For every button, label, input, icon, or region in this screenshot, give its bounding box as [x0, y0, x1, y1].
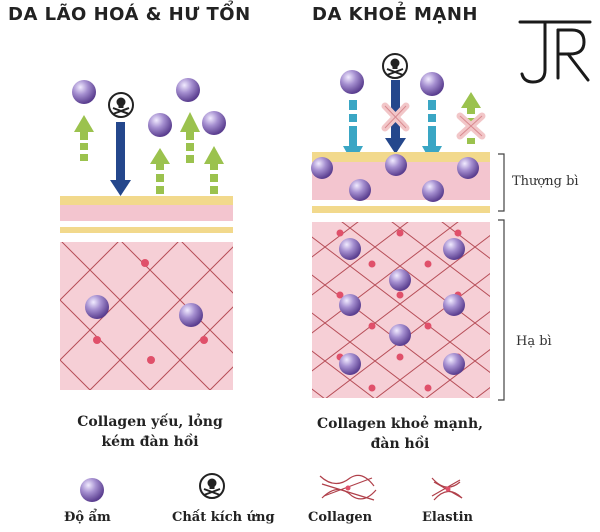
- collagen-node: [141, 259, 149, 267]
- right-panel: [311, 53, 505, 401]
- left-panel: [60, 78, 233, 390]
- moisture-sphere: [349, 179, 371, 201]
- dermis-bracket: [498, 219, 505, 401]
- legend-elastin-icon: [431, 477, 463, 501]
- collagen-node: [93, 336, 101, 344]
- moisture-sphere: [176, 78, 200, 102]
- left-caption: Collagen yếu, lỏng kém đàn hồi: [60, 412, 240, 452]
- moisture-sphere: [420, 72, 444, 96]
- irritant-entry-arrow: [110, 122, 131, 196]
- epidermis-label: Thượng bì: [512, 174, 579, 189]
- right-caption-line2: đàn hồi: [370, 436, 430, 452]
- left-panel-title: DA LÃO HOÁ & HƯ TỔN: [8, 4, 251, 25]
- block-x-icon: [456, 112, 486, 140]
- collagen-node: [200, 336, 208, 344]
- right-caption-line1: Collagen khoẻ mạnh,: [316, 416, 484, 432]
- moisture-sphere: [179, 303, 203, 327]
- moisture-escape-arrow: [180, 112, 200, 163]
- blocked-moisture-escape-arrow: [461, 92, 481, 144]
- dermis-label: Hạ bì: [516, 334, 552, 349]
- moisture-sphere: [85, 295, 109, 319]
- moisture-escape-arrow: [74, 115, 94, 161]
- moisture-escape-arrow: [150, 148, 170, 194]
- irritant-skull-icon: [382, 53, 408, 79]
- legend-moisture-label: Độ ẩm: [64, 510, 111, 525]
- legend-irritant-icon: [199, 473, 225, 499]
- irritant-skull-icon: [108, 92, 134, 118]
- collagen-node: [147, 356, 155, 364]
- epidermis-bracket: [498, 153, 505, 212]
- right-panel-title: DA KHOẺ MẠNH: [312, 4, 478, 25]
- blocked-irritant-arrow: [385, 80, 406, 154]
- legend-collagen-label: Collagen: [308, 510, 373, 525]
- moisture-sphere: [202, 111, 226, 135]
- block-x-icon: [381, 102, 410, 132]
- healthy-basement-band: [312, 206, 490, 213]
- legend-elastin-label: Elastin: [422, 510, 473, 525]
- left-caption-line1: Collagen yếu, lỏng: [77, 414, 223, 430]
- moisture-sphere: [422, 180, 444, 202]
- legend-moisture-icon: [80, 478, 104, 502]
- moisture-sphere: [72, 80, 96, 104]
- damaged-epidermis-top-band: [60, 196, 233, 205]
- damaged-basement-band: [60, 227, 233, 233]
- moisture-sphere: [385, 154, 407, 176]
- legend-irritant-label: Chất kích ứng: [172, 510, 275, 525]
- brand-logo: [518, 20, 592, 84]
- moisture-sphere: [148, 113, 172, 137]
- dermis-moisture-spheres: [339, 238, 465, 375]
- legend-collagen-icon: [319, 474, 377, 501]
- damaged-epidermis-band: [60, 205, 233, 221]
- moisture-sphere: [311, 157, 333, 179]
- left-caption-line2: kém đàn hồi: [101, 434, 199, 450]
- moisture-escape-arrow: [204, 146, 224, 194]
- moisture-sphere: [457, 157, 479, 179]
- moisture-sphere: [340, 70, 364, 94]
- right-caption: Collagen khoẻ mạnh, đàn hồi: [300, 414, 500, 454]
